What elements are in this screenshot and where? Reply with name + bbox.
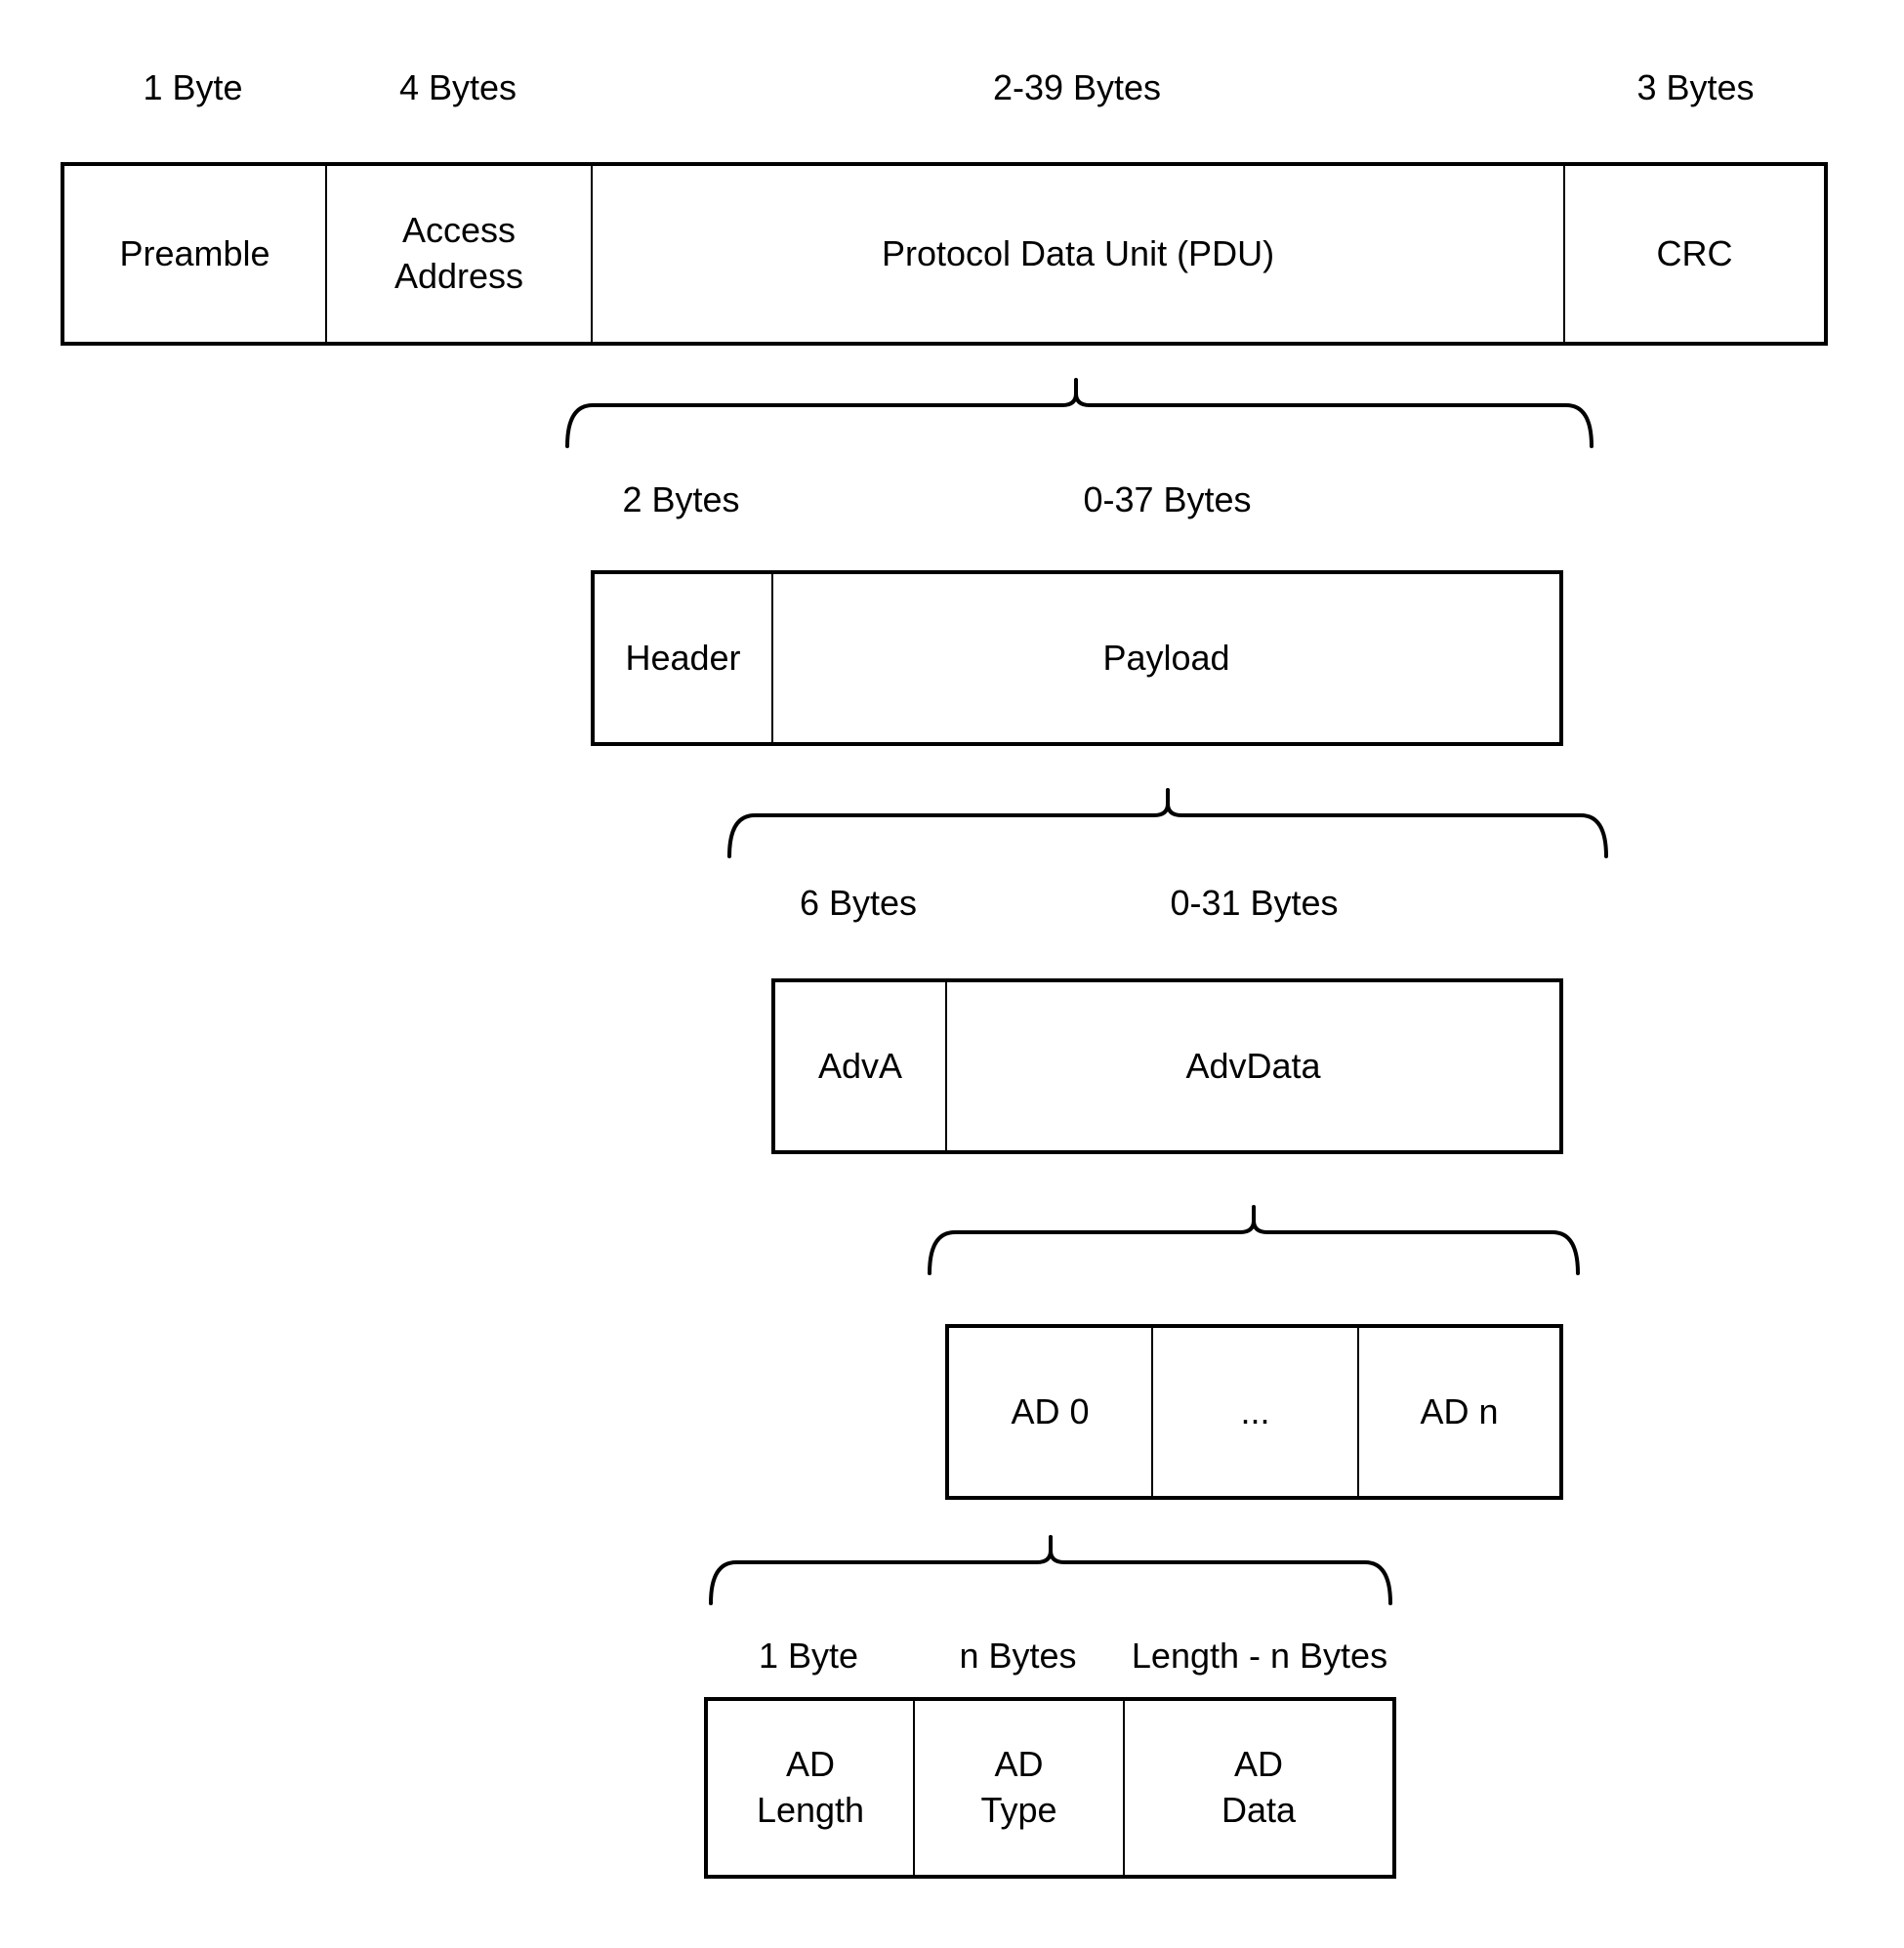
advdata-row: AD 0 ... AD n bbox=[945, 1324, 1563, 1500]
box-ad-data: AD Data bbox=[1123, 1701, 1392, 1875]
size-label-access-address: 4 Bytes bbox=[398, 67, 517, 107]
size-label-ad-type: n Bytes bbox=[959, 1636, 1077, 1676]
size-label-header: 2 Bytes bbox=[622, 479, 740, 519]
box-ad-type: AD Type bbox=[913, 1701, 1123, 1875]
box-preamble: Preamble bbox=[119, 232, 270, 273]
box-ad-ellipsis: ... bbox=[1151, 1328, 1357, 1496]
size-label-ad-length: 1 Byte bbox=[758, 1636, 859, 1676]
payload-row: AdvA AdvData bbox=[771, 978, 1563, 1154]
size-label-crc: 3 Bytes bbox=[1636, 67, 1755, 107]
pdu-row: Header Payload bbox=[591, 570, 1563, 746]
size-label-pdu: 2-39 Bytes bbox=[992, 67, 1162, 107]
box-advdata: AdvData bbox=[945, 982, 1559, 1150]
box-ad-length: AD Length bbox=[756, 1744, 865, 1830]
size-label-preamble: 1 Byte bbox=[143, 67, 243, 107]
box-pdu: Protocol Data Unit (PDU) bbox=[591, 166, 1563, 342]
box-header: Header bbox=[625, 637, 741, 678]
ad-structure-row: AD Length AD Type AD Data bbox=[704, 1697, 1396, 1879]
size-label-ad-data: Length - n Bytes bbox=[1131, 1636, 1388, 1676]
packet-row: Preamble Access Address Protocol Data Un… bbox=[61, 162, 1828, 346]
size-label-payload: 0-37 Bytes bbox=[1083, 479, 1252, 519]
box-crc: CRC bbox=[1563, 166, 1824, 342]
box-ad-n: AD n bbox=[1357, 1328, 1559, 1496]
brace-pdu-expansion bbox=[565, 378, 1594, 448]
box-ad-0: AD 0 bbox=[1011, 1390, 1090, 1431]
box-adva: AdvA bbox=[817, 1045, 903, 1086]
size-label-advdata: 0-31 Bytes bbox=[1170, 883, 1339, 923]
size-label-adva: 6 Bytes bbox=[799, 883, 918, 923]
brace-ad0-expansion bbox=[709, 1535, 1392, 1605]
box-payload: Payload bbox=[771, 574, 1559, 742]
brace-payload-expansion bbox=[727, 788, 1608, 858]
box-access-address: Access Address bbox=[325, 166, 591, 342]
brace-advdata-expansion bbox=[928, 1205, 1580, 1275]
